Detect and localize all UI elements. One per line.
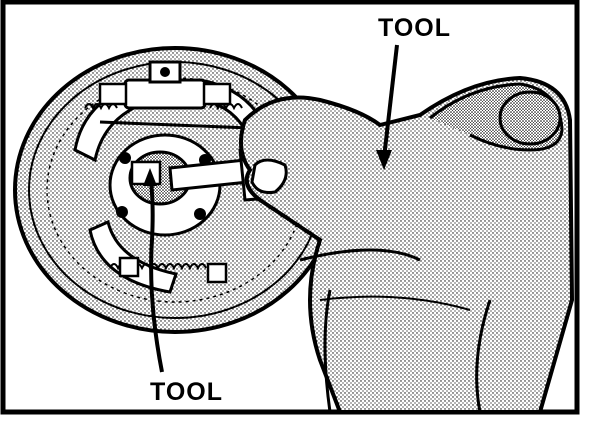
tool-bottom-arrowhead — [143, 168, 157, 186]
tool-top-leader — [382, 44, 399, 159]
tool-bottom-leader — [148, 174, 164, 373]
hand — [239, 75, 575, 414]
tool-top-arrowhead — [376, 150, 392, 170]
upper-spring — [84, 103, 251, 130]
figure-frame — [0, 0, 580, 415]
lower-spring — [109, 256, 228, 284]
tool-label-top: TOOL — [378, 14, 451, 42]
tool-label-bottom: TOOL — [150, 378, 223, 406]
wheel-cylinder — [98, 60, 232, 110]
